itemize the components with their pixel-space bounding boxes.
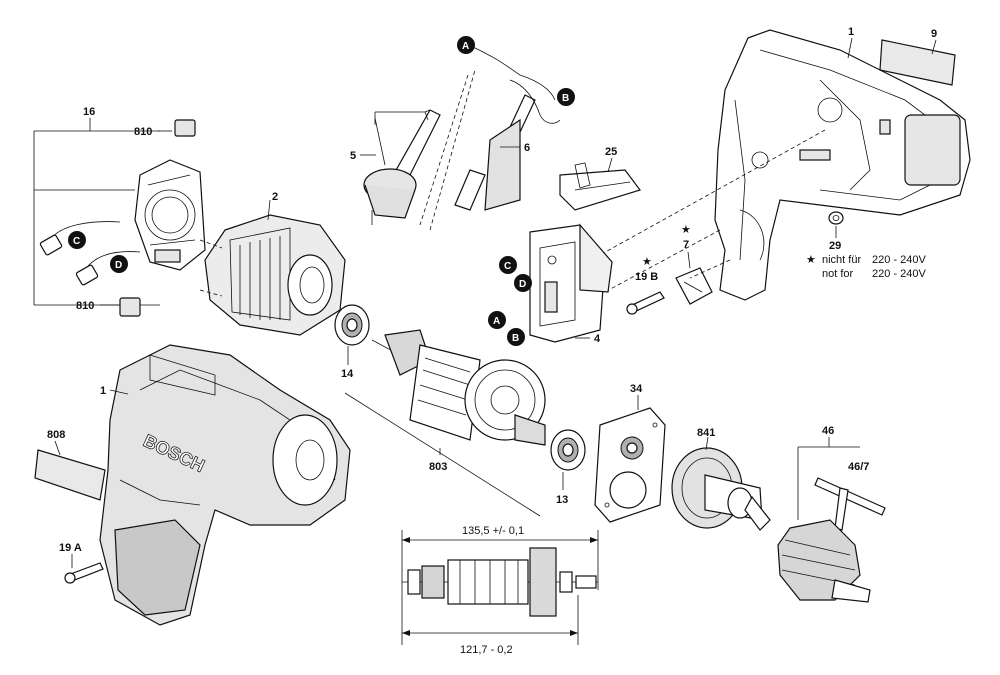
- label-2: 2: [272, 191, 278, 203]
- bearing-plate-34: [594, 407, 666, 523]
- bearing-14: [334, 304, 370, 346]
- label-1-top: 1: [848, 26, 854, 38]
- callout-b-top: B: [557, 88, 575, 106]
- armature-803: [371, 329, 546, 446]
- drill-assembled-1: BOSCH: [99, 344, 351, 626]
- switch-4: [529, 223, 613, 343]
- label-6: 6: [524, 142, 530, 154]
- svg-text:A: A: [493, 316, 500, 327]
- label-4: 4: [594, 333, 601, 345]
- label-29: 29: [829, 240, 841, 252]
- svg-text:D: D: [115, 260, 122, 271]
- label-7: 7: [683, 239, 689, 251]
- label-25: 25: [605, 146, 617, 158]
- gear-spindle-841: [671, 447, 771, 531]
- star-note-line1-prefix: nicht für: [822, 254, 861, 266]
- label-803: 803: [429, 461, 447, 473]
- svg-text:A: A: [462, 41, 469, 52]
- label-plate-808: [34, 449, 106, 501]
- cord-protector-5: [363, 109, 441, 225]
- star-note-line2-prefix: not for: [822, 268, 854, 280]
- svg-text:C: C: [73, 236, 80, 247]
- star-7: ★: [681, 224, 691, 236]
- callout-a-switch: A: [488, 311, 506, 329]
- chuck-key-46-7: [814, 477, 886, 531]
- label-9: 9: [931, 28, 937, 40]
- label-46: 46: [822, 425, 834, 437]
- drill-chuck-46: [777, 519, 871, 603]
- label-810-top: 810: [134, 126, 152, 138]
- svg-text:D: D: [519, 279, 526, 290]
- callout-d-switch: D: [514, 274, 532, 292]
- label-808: 808: [47, 429, 65, 441]
- callout-a-top: A: [457, 36, 475, 54]
- field-coil-2: [204, 214, 346, 336]
- dimension-overall: 135,5 +/- 0,1: [462, 525, 524, 537]
- star-note-line2-value: 220 - 240V: [872, 268, 926, 280]
- star-note-line1-value: 220 - 240V: [872, 254, 926, 266]
- label-5: 5: [350, 150, 356, 162]
- label-1-bottom: 1: [100, 385, 106, 397]
- dimension-inner: 121,7 - 0,2: [460, 644, 513, 656]
- label-841: 841: [697, 427, 715, 439]
- label-34: 34: [630, 383, 643, 395]
- label-810-bottom: 810: [76, 300, 94, 312]
- callout-b-switch: B: [507, 328, 525, 346]
- washer-29: [828, 211, 844, 225]
- label-14: 14: [341, 368, 354, 380]
- svg-text:B: B: [512, 333, 519, 344]
- slider-7: [675, 267, 713, 305]
- nameplate-9: [879, 39, 956, 86]
- label-46-7: 46/7: [848, 461, 869, 473]
- star-19b: ★: [642, 256, 652, 268]
- cord-6: [454, 94, 536, 211]
- svg-text:C: C: [504, 261, 511, 272]
- star-note-symbol: ★: [806, 254, 816, 266]
- callout-c-left: C: [68, 231, 86, 249]
- callout-c-switch: C: [499, 256, 517, 274]
- svg-text:B: B: [562, 93, 569, 104]
- screw-19a: [64, 562, 104, 584]
- label-16: 16: [83, 106, 95, 118]
- trigger-25: [559, 162, 641, 211]
- carbon-brush-810-top: [174, 119, 196, 137]
- screw-19b: [626, 291, 665, 315]
- brush-holder-16: [134, 159, 206, 271]
- housing-half-right: [714, 29, 971, 301]
- label-19b: 19 B: [635, 271, 658, 283]
- callout-d-left: D: [110, 255, 128, 273]
- label-13: 13: [556, 494, 568, 506]
- carbon-brush-810-bottom: [119, 297, 141, 317]
- label-19a: 19 A: [59, 542, 82, 554]
- armature-dimension-drawing: [401, 530, 599, 645]
- bearing-13: [550, 429, 586, 471]
